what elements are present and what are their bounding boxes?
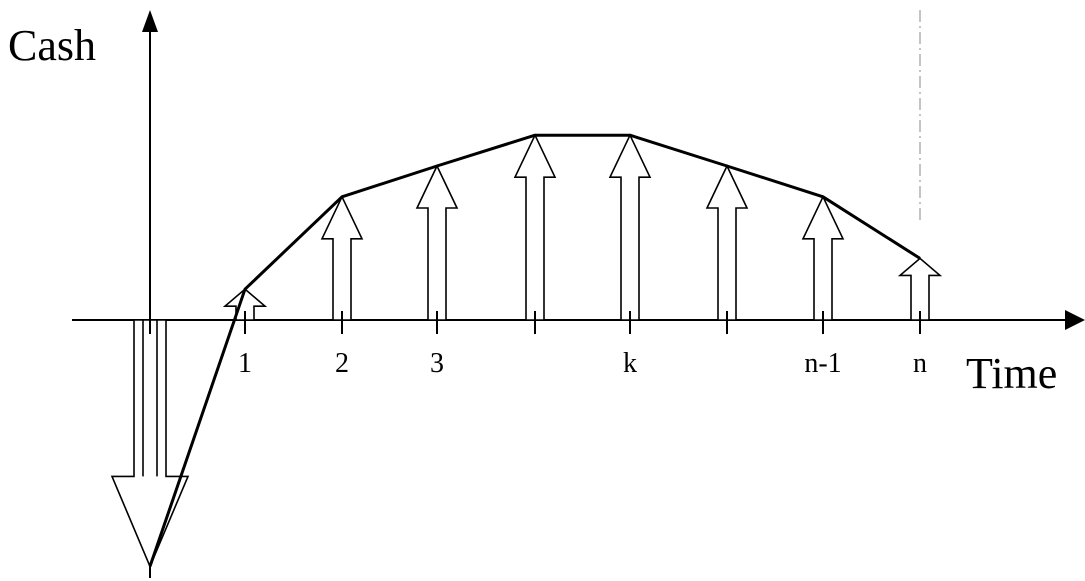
cash-axis-arrowhead (142, 10, 158, 32)
tick-label: 3 (430, 348, 444, 379)
cash-axis-label: Cash (8, 21, 96, 70)
time-axis-label: Time (966, 349, 1057, 398)
envelope-group (148, 133, 921, 567)
inflow-arrow (801, 194, 845, 321)
tick-label: 1 (238, 348, 252, 379)
tick-label: n (913, 348, 927, 379)
time-axis-arrowhead (1065, 310, 1085, 330)
tick-label: k (623, 348, 637, 379)
outflow-arrow (110, 319, 190, 569)
cash-flow-envelope (148, 133, 921, 567)
inflow-arrow (608, 133, 652, 321)
inflow-arrow (513, 133, 557, 321)
tick-label: 2 (335, 348, 349, 379)
inflow-arrow (897, 257, 943, 321)
inflow-arrow (222, 288, 268, 321)
inflow-arrow (705, 164, 749, 321)
tick-label: n-1 (804, 348, 841, 379)
inflow-arrow (320, 194, 364, 321)
cash-flow-arrows (110, 133, 943, 569)
inflow-arrow (415, 164, 459, 321)
